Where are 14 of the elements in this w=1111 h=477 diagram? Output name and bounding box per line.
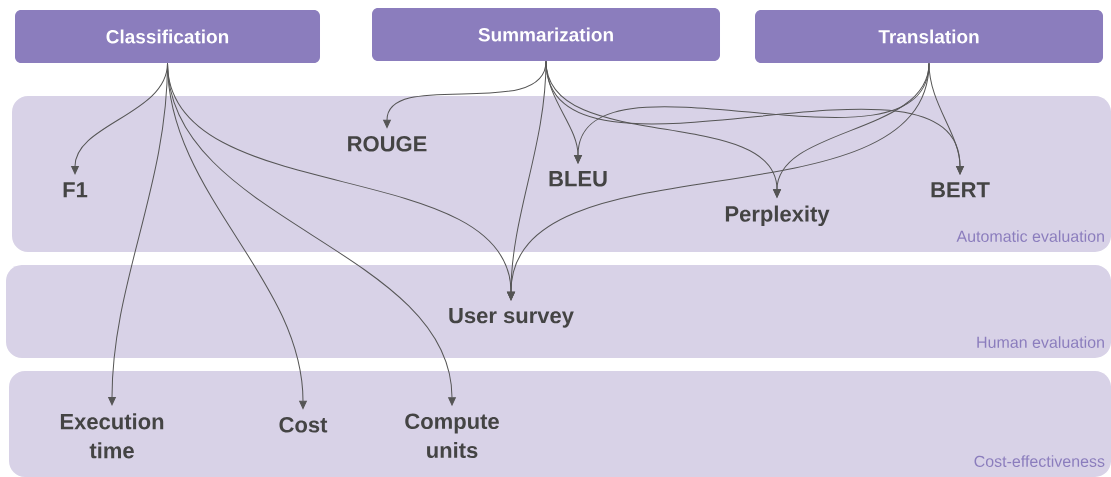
metric-label: Compute units [405, 413, 499, 459]
arrow [507, 62, 930, 300]
category-box: Summarization [372, 8, 720, 61]
category-box: Classification [15, 10, 320, 63]
metric-label: User survey [449, 307, 574, 328]
metric-label: ROUGE [348, 136, 427, 152]
metric-label: F1 [63, 182, 88, 198]
metric-label: BLEU [549, 171, 607, 187]
category-box: Translation [755, 10, 1103, 63]
metric-label: BERT [931, 182, 990, 198]
metric-label: Cost [279, 417, 328, 433]
arrow [167, 62, 456, 406]
metric-label: Perplexity [725, 205, 830, 227]
metric-label: Execution time [60, 413, 164, 459]
